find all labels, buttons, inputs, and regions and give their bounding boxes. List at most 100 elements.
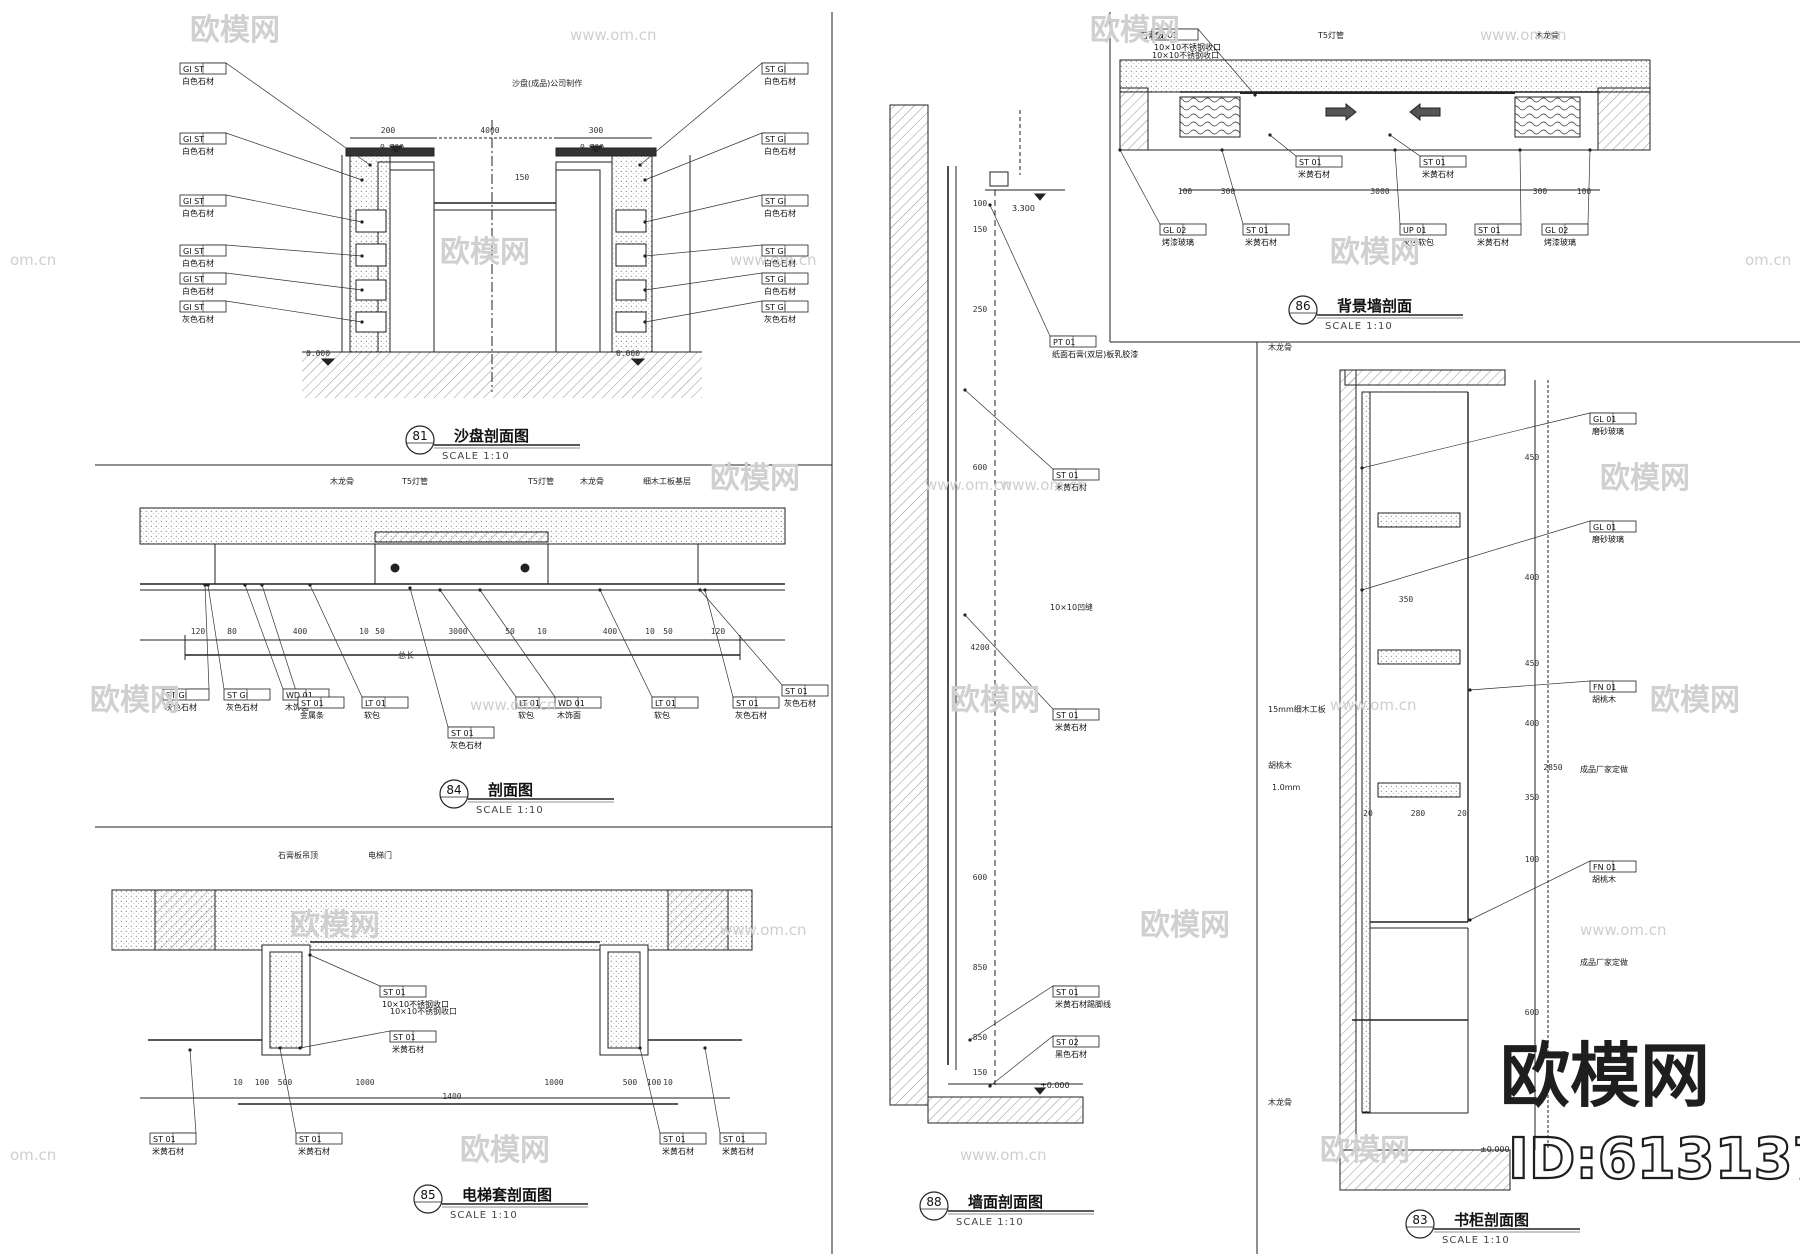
material-label: 胡桃木 <box>1592 874 1616 884</box>
material-code: ST 01 <box>1299 158 1322 167</box>
drawing-title: 书柜剖面图 <box>1454 1211 1529 1229</box>
annotation-d84: 木龙骨 <box>580 476 604 486</box>
annotation-d88: 10×10凹缝 <box>1050 602 1093 612</box>
dimension-d85: 100 <box>255 1078 270 1087</box>
dimension-d86: 100 <box>1178 187 1193 196</box>
material-label: 纸面石膏(双层)板乳胶漆 <box>1052 349 1138 359</box>
material-code: GI ST <box>183 303 204 312</box>
dimension-d84: 400 <box>603 627 618 636</box>
material-code: ST 02 <box>1056 1038 1079 1047</box>
material-code: UP 01 <box>1403 226 1426 235</box>
watermark-logo: 欧模网 <box>440 235 530 270</box>
material-code: GL 01 <box>1593 523 1616 532</box>
material-tag-d84: ST GI 灰色石材 <box>223 688 271 712</box>
dimension-d88: 100 <box>973 199 988 208</box>
material-code: LT 01 <box>365 699 386 708</box>
material-code: LT 01 <box>655 699 676 708</box>
watermark-url: www.om.cn <box>720 921 807 939</box>
dimension-d88: 150 <box>973 1068 988 1077</box>
dimension-d88: 150 <box>973 225 988 234</box>
material-label: 米黄石材 <box>1477 237 1509 247</box>
material-code: ST 01 <box>663 1135 686 1144</box>
material-label: 米黄石材 <box>1298 169 1330 179</box>
material-code: ST GI <box>765 135 786 144</box>
material-tag-d86: ST 01 米黄石材 <box>1419 155 1467 179</box>
annotation-d83: 胡桃木 <box>1268 760 1292 770</box>
material-code: ST GI <box>765 303 786 312</box>
material-code: ST 01 <box>383 988 406 997</box>
material-label: 胡桃木 <box>1592 694 1616 704</box>
material-tag-d84: LT 01 软包 <box>361 696 409 720</box>
watermark-url: www.om.cn <box>570 26 657 44</box>
dimension-d83: 450 <box>1525 453 1540 462</box>
dimension-d84: 3000 <box>448 627 467 636</box>
dimension-d85: 1000 <box>544 1078 563 1087</box>
annotation-d85: 石膏板吊顶 <box>278 850 318 860</box>
material-label: 白色石材 <box>764 76 796 86</box>
drawing-number: 86 <box>1295 299 1310 313</box>
material-label: 灰色石材 <box>226 702 258 712</box>
material-code: ST 01 <box>1423 158 1446 167</box>
dimension-d81: 0.000 <box>306 349 330 358</box>
dimension-d85: 1000 <box>355 1078 374 1087</box>
material-label: 灰色石材 <box>165 702 197 712</box>
material-code: ST GI <box>765 65 786 74</box>
material-label: 米黄石材 <box>1055 482 1087 492</box>
watermark-url: www.om.cn <box>960 1146 1047 1164</box>
material-code: ST 01 <box>393 1033 416 1042</box>
dimension-d86: 300 <box>1533 187 1548 196</box>
watermark-url: www.om.cn <box>1480 26 1567 44</box>
material-label: 软包 <box>364 710 380 720</box>
watermark-logo: 欧模网 <box>1600 461 1690 496</box>
annotation-d86: 石膏板 <box>1140 30 1164 40</box>
annotation-d85: 电梯门 <box>368 850 392 860</box>
material-code: GI ST <box>183 197 204 206</box>
drawing-scale: SCALE 1:10 <box>450 1210 518 1221</box>
material-label: 白色石材 <box>182 258 214 268</box>
material-label: 金属条 <box>300 710 324 720</box>
sheet-frames <box>95 12 1800 1254</box>
dimension-d84: 80 <box>227 627 237 636</box>
material-code: ST GI <box>765 275 786 284</box>
annotation-d83: 15mm细木工板 <box>1268 704 1326 714</box>
dimension-d85: 100 <box>647 1078 662 1087</box>
material-code: ST 01 <box>153 1135 176 1144</box>
material-label: 灰色石材 <box>735 710 767 720</box>
dimension-d85: 500 <box>623 1078 638 1087</box>
drawing-number: 88 <box>926 1195 941 1209</box>
drawing-number: 83 <box>1412 1213 1427 1227</box>
drawing-number: 84 <box>446 783 461 797</box>
drawing-number: 85 <box>420 1188 435 1202</box>
watermark-logo: 欧模网 <box>1330 235 1420 270</box>
dimension-d81: 4000 <box>480 126 499 135</box>
material-code: GI ST <box>183 275 204 284</box>
watermark-logo: 欧模网 <box>190 13 280 48</box>
annotation-d86: T5灯管 <box>1317 30 1344 40</box>
watermark-logo: 欧模网 <box>290 908 380 943</box>
material-label: 米黄石材 <box>1422 169 1454 179</box>
watermark-logo: 欧模网 <box>1650 683 1740 718</box>
drawing-84-section <box>139 507 786 660</box>
watermark-logo: 欧模网 <box>710 461 800 496</box>
brand-id-text: ID:613137 <box>1508 1127 1800 1192</box>
dimension-d84: 50 <box>375 627 385 636</box>
material-code: ST GI <box>227 691 248 700</box>
annotation-d83: 木龙骨 <box>1268 1097 1292 1107</box>
dimension-d81: 200 <box>381 126 396 135</box>
dimension-d88: 850 <box>973 1033 988 1042</box>
